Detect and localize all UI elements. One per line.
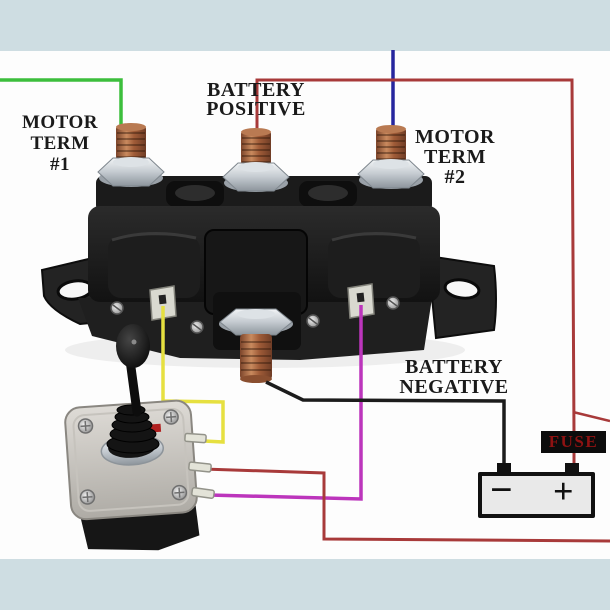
bracket-right-hole <box>443 278 481 300</box>
battery-terminal-positive <box>565 463 579 473</box>
battery <box>478 472 595 518</box>
label-line: MOTOR <box>21 112 99 133</box>
wire-red-branch <box>572 410 610 423</box>
wire-black-battery-negative <box>265 380 506 465</box>
relay-solenoid <box>40 122 497 383</box>
toggle-switch <box>64 324 215 551</box>
switch-terminals <box>184 432 215 499</box>
label-line: #1 <box>50 154 70 175</box>
wire-red-switch <box>202 467 610 543</box>
switch-lever-shaft <box>125 355 142 417</box>
battery-plus-symbol: + <box>553 471 574 511</box>
label-battery-positive: BATTERY POSITIVE <box>192 79 320 120</box>
fuse-label: FUSE <box>541 431 606 453</box>
switch-screws <box>77 409 188 505</box>
label-line: #2 <box>444 166 466 188</box>
label-line: TERM <box>424 146 486 168</box>
top-border-band <box>0 0 610 51</box>
switch-lever-handle[interactable] <box>116 324 150 368</box>
label-motor-term-1: MOTOR TERM #1 <box>8 112 112 175</box>
switch-boot <box>106 404 160 454</box>
label-line: NEGATIVE <box>399 376 509 398</box>
label-line: MOTOR <box>415 126 495 148</box>
label-line: BATTERY <box>404 356 503 378</box>
label-line: BATTERY <box>206 79 305 101</box>
label-line: TERM <box>30 133 90 154</box>
label-line: POSITIVE <box>206 98 306 120</box>
relay-bottom-stud <box>219 308 293 383</box>
wire-magenta-switch <box>208 305 363 501</box>
bottom-border-band <box>0 559 610 610</box>
battery-terminal-negative <box>497 463 511 473</box>
label-motor-term-2: MOTOR TERM #2 <box>402 127 508 187</box>
label-battery-negative: BATTERY NEGATIVE <box>390 357 518 397</box>
wire-green-motor-term-1 <box>0 78 123 138</box>
wire-yellow-switch <box>161 306 225 444</box>
relay-screws <box>110 296 400 334</box>
battery-minus-symbol: − <box>490 467 513 512</box>
battery-positive-stud <box>222 127 290 193</box>
